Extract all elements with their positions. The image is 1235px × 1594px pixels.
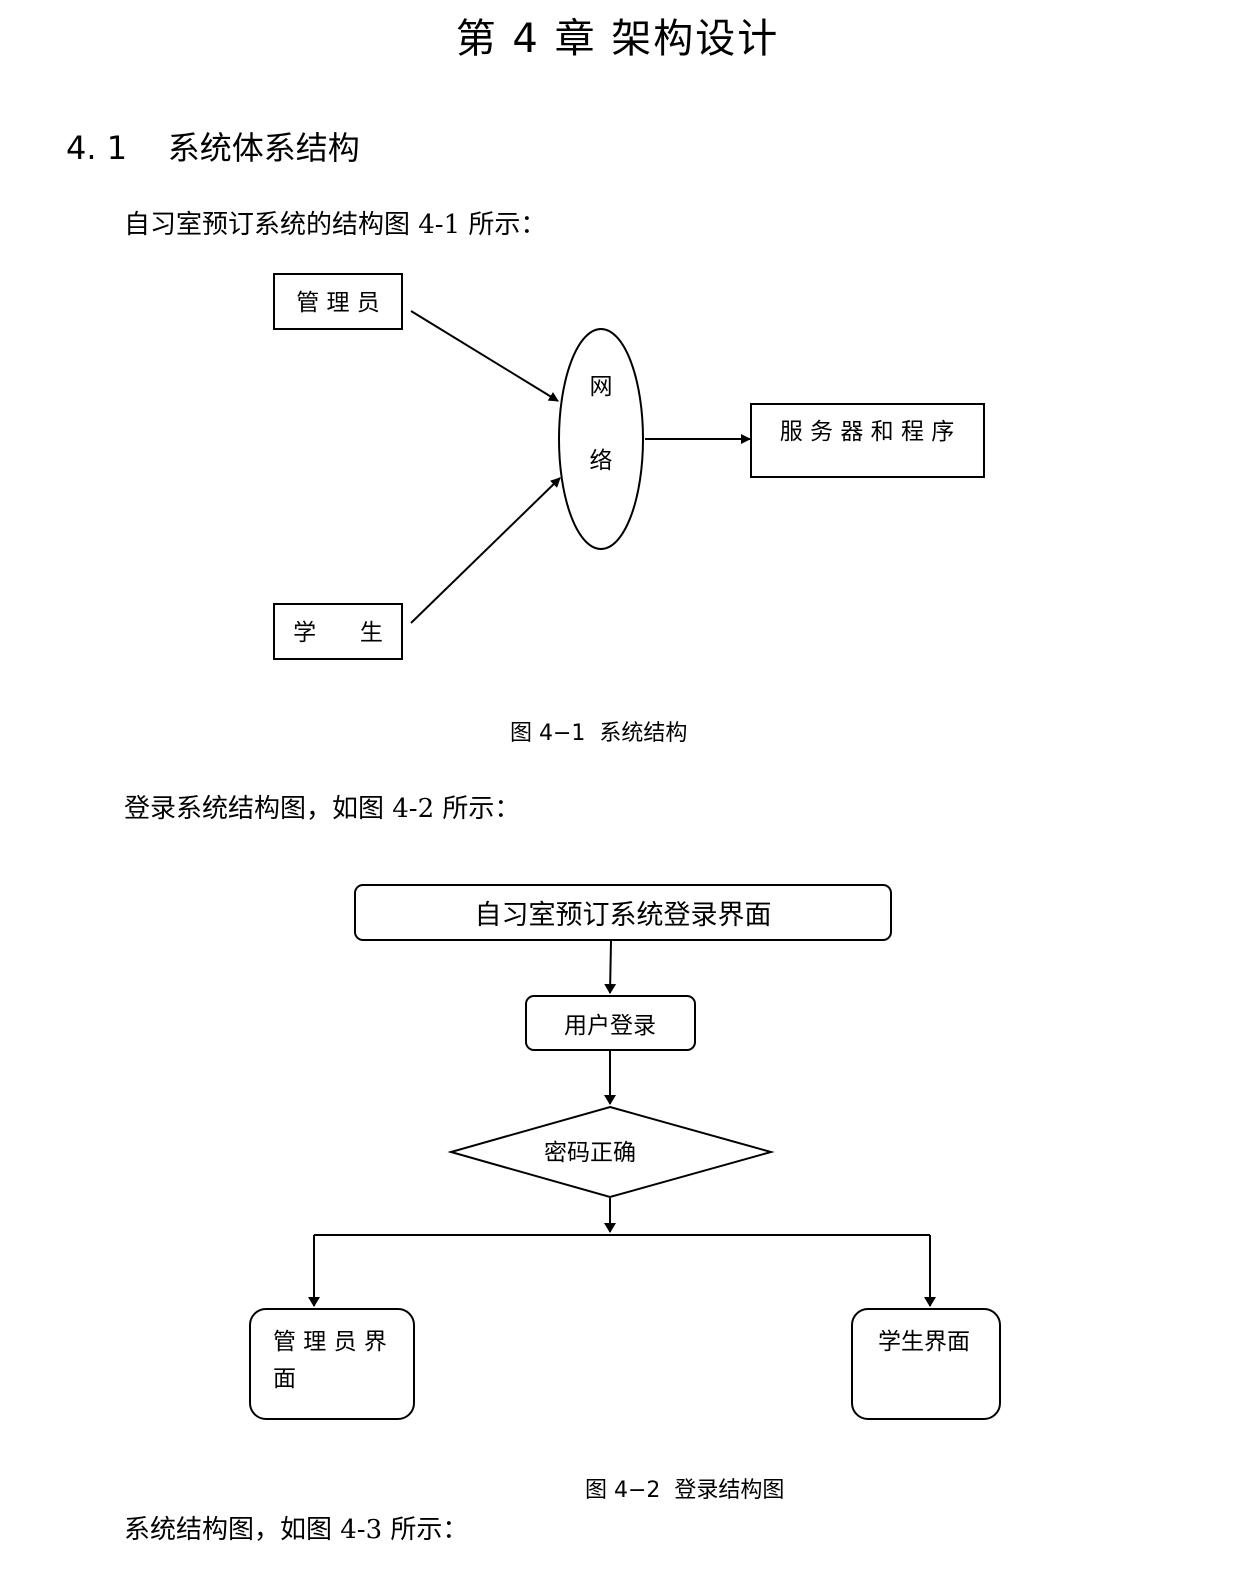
figure-4-2-caption: 图 4−2 登录结构图: [585, 1478, 785, 1503]
section-title: 4. 1 系统体系结构: [66, 129, 360, 167]
server-box: [750, 403, 985, 478]
paragraph-figure-4-1-intro: 自习室预订系统的结构图 4-1 所示：: [124, 210, 547, 240]
student-box: [273, 603, 403, 660]
password-check-diamond: [447, 1105, 775, 1199]
user-login-label: 用户登录: [564, 1013, 656, 1039]
arrow-student-to-network: [410, 477, 561, 624]
arrow-login-to-user-login: [604, 940, 617, 994]
network-ellipse: [558, 328, 644, 550]
arrow-admin-to-network: [410, 310, 559, 402]
student-label: 学 生: [293, 620, 383, 646]
server-label: 服 务 器 和 程 序: [780, 419, 955, 445]
admin-ui-label-line2: 面: [273, 1366, 296, 1392]
user-login-box: [525, 995, 696, 1051]
figure-4-2-diagram: 自习室预订系统登录界面 用户登录 密码正确 管 理 员 界 面 学生界面: [249, 884, 1001, 1420]
paragraph-figure-4-3-intro: 系统结构图，如图 4-3 所示：: [124, 1515, 469, 1545]
chapter-title: 第 4 章 架构设计: [455, 16, 780, 62]
admin-label: 管 理 员: [296, 290, 380, 316]
network-label-line1: 网: [590, 374, 613, 400]
password-check-label: 密码正确: [544, 1140, 636, 1166]
figure-4-1-caption: 图 4−1 系统结构: [510, 721, 688, 746]
login-page-label: 自习室预订系统登录界面: [475, 900, 772, 931]
figure-4-1-diagram: 管 理 员 学 生 网 络 服 务 器 和 程 序: [273, 273, 985, 660]
admin-box: [273, 273, 403, 330]
network-label-line2: 络: [590, 448, 613, 474]
student-ui-label: 学生界面: [878, 1329, 970, 1355]
login-page-box: [354, 884, 892, 941]
admin-ui-box: [249, 1308, 415, 1420]
admin-ui-label-line1: 管 理 员 界: [273, 1329, 387, 1355]
student-ui-box: [851, 1308, 1001, 1420]
paragraph-figure-4-2-intro: 登录系统结构图，如图 4-2 所示：: [124, 794, 521, 824]
